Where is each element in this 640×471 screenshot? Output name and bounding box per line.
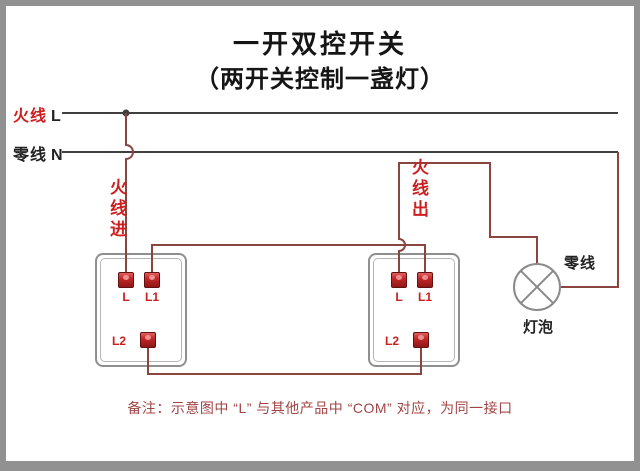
- live-out-wire: [398, 162, 538, 272]
- lamp-neutral-label: 零线: [564, 255, 597, 272]
- terminal-l-left: [118, 272, 134, 288]
- terminal-l1-right: [417, 272, 433, 288]
- live-bus-label-letter: L: [51, 108, 62, 125]
- terminal-l-label-left: L: [122, 290, 130, 304]
- terminal-l2-right: [413, 332, 429, 348]
- live-out-label: 火线出: [409, 158, 428, 221]
- neutral-bus-label-cn: 零线: [13, 147, 48, 164]
- switch-left-faceplate: [100, 258, 182, 362]
- terminal-l1-left: [144, 272, 160, 288]
- lamp-label: 灯泡: [522, 319, 553, 336]
- live-in-label: 火线进: [107, 178, 126, 241]
- live-bus-label-cn: 火线: [13, 108, 48, 125]
- switch-right-faceplate: [373, 258, 455, 362]
- page-subtitle: （两开关控制一盏灯）: [195, 66, 445, 93]
- terminal-l1-label-right: L1: [417, 290, 432, 304]
- terminal-l-right: [391, 272, 407, 288]
- terminal-l2-label-left: L2: [111, 334, 126, 348]
- neutral-lamp-wire: [560, 152, 619, 288]
- terminal-l2-label-right: L2: [384, 334, 399, 348]
- terminal-l2-left: [140, 332, 156, 348]
- traveler-bottom-wire: [147, 348, 422, 375]
- lamp-cross-line-2: [520, 270, 554, 304]
- traveler-top-wire: [151, 244, 426, 272]
- switch-right: L L1 L2: [368, 253, 460, 367]
- live-in-wire: [125, 113, 134, 272]
- note-text: 备注：示意图中 “L” 与其他产品中 “COM” 对应，为同一接口: [127, 400, 513, 416]
- neutral-bus-label-letter: N: [51, 147, 64, 164]
- lamp-icon: [513, 263, 561, 311]
- terminal-l-label-right: L: [395, 290, 403, 304]
- terminal-l1-label-left: L1: [144, 290, 159, 304]
- switch-left: L L1 L2: [95, 253, 187, 367]
- page-title: 一开双控开关: [232, 29, 407, 59]
